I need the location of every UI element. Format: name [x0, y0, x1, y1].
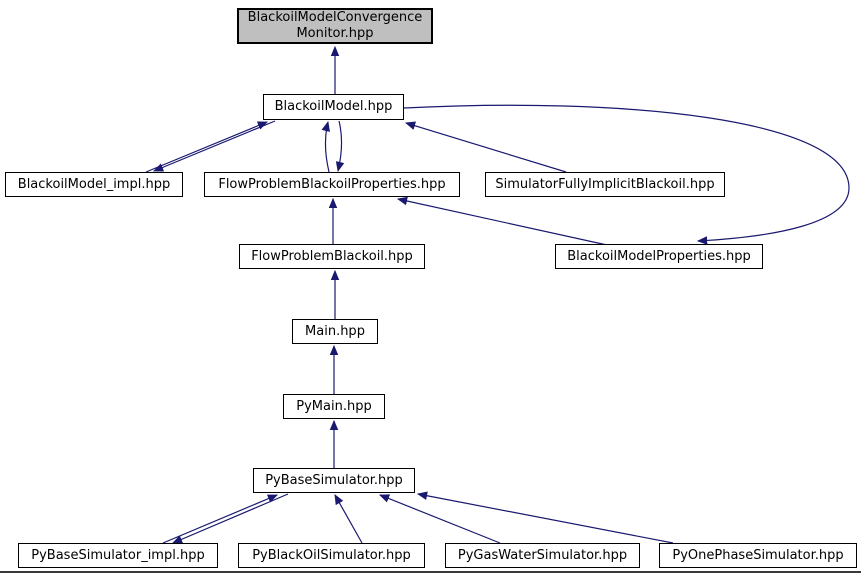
node-label: FlowProblemBlackoilProperties.hpp	[218, 176, 446, 192]
node-pygaswatersimulator[interactable]: PyGasWaterSimulator.hpp	[445, 543, 640, 568]
node-blackoilmodelproperties[interactable]: BlackoilModelProperties.hpp	[555, 244, 763, 269]
node-label: BlackoilModelConvergence Monitor.hpp	[247, 10, 423, 41]
edge-pyonephasesimulator-to-pybasesimulator	[416, 491, 674, 544]
node-main[interactable]: Main.hpp	[292, 319, 378, 344]
node-label: PyBlackOilSimulator.hpp	[252, 547, 411, 563]
node-pymain[interactable]: PyMain.hpp	[283, 394, 385, 419]
node-pyblackoilsimulator[interactable]: PyBlackOilSimulator.hpp	[238, 543, 425, 568]
node-label: FlowProblemBlackoil.hpp	[251, 248, 413, 264]
node-label: PyGasWaterSimulator.hpp	[457, 547, 628, 563]
bottom-divider	[0, 571, 861, 573]
node-blackoilmodel[interactable]: BlackoilModel.hpp	[263, 94, 404, 120]
node-simulatorfullyimplicitblackoil[interactable]: SimulatorFullyImplicitBlackoil.hpp	[485, 172, 725, 197]
node-label: PyBaseSimulator_impl.hpp	[31, 547, 205, 563]
node-label: BlackoilModel_impl.hpp	[17, 176, 171, 192]
edge-blackoilmodel-to-blackoilmodelimpl	[153, 120, 276, 172]
edge-flowproblemblackoilproperties-to-blackoilmodel	[321, 120, 330, 173]
node-label: PyMain.hpp	[296, 398, 372, 414]
node-label: SimulatorFullyImplicitBlackoil.hpp	[495, 176, 715, 192]
node-blackoilmodelconvergencemonitor: BlackoilModelConvergence Monitor.hpp	[237, 8, 433, 44]
edge-blackoilmodelimpl-to-blackoilmodel	[145, 121, 268, 173]
edge-blackoilmodel-to-flowproblemblackoilproperties	[335, 120, 345, 173]
node-flowproblemblackoilproperties[interactable]: FlowProblemBlackoilProperties.hpp	[204, 172, 460, 197]
node-label: BlackoilModelProperties.hpp	[567, 248, 751, 264]
node-label: BlackoilModel.hpp	[274, 99, 393, 114]
node-label: Main.hpp	[305, 323, 365, 339]
node-label: PyOnePhaseSimulator.hpp	[672, 547, 844, 563]
edge-pygaswatersimulator-to-pybasesimulator	[378, 494, 501, 544]
node-blackoilmodel-impl[interactable]: BlackoilModel_impl.hpp	[5, 172, 183, 197]
edge-pybasesimulatorimpl-to-pybasesimulator	[162, 494, 278, 544]
node-label: PyBaseSimulator.hpp	[265, 472, 403, 488]
edge-pybasesimulator-to-pybasesimulatorimpl	[172, 493, 289, 544]
node-pyonephasesimulator[interactable]: PyOnePhaseSimulator.hpp	[659, 543, 857, 568]
node-flowproblemblackoil[interactable]: FlowProblemBlackoil.hpp	[239, 244, 425, 269]
edge-blackoilmodelproperties-to-flowproblemblackoilproperties	[396, 196, 608, 246]
node-pybasesimulator-impl[interactable]: PyBaseSimulator_impl.hpp	[18, 543, 218, 568]
edge-blackoilmodel-to-blackoilmodelproperties	[403, 104, 850, 245]
edge-pyblackoilsimulator-to-pybasesimulator	[334, 494, 363, 544]
node-pybasesimulator[interactable]: PyBaseSimulator.hpp	[253, 468, 415, 493]
edge-simulatorfullyimplicitblackoil-to-blackoilmodel	[404, 121, 567, 173]
